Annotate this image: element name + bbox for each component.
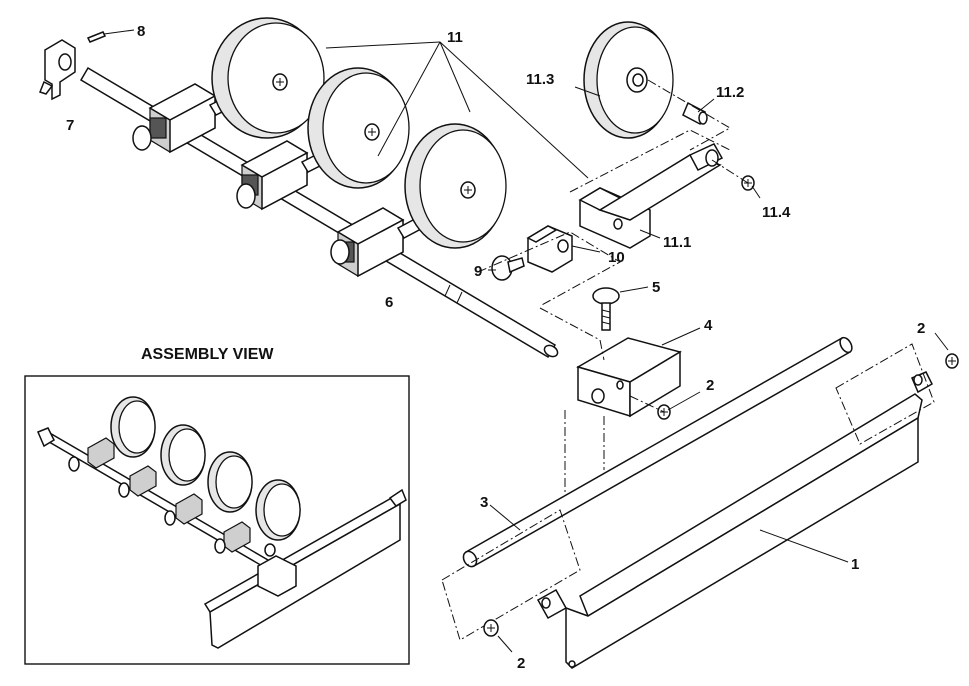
callout-2-bottom: 2 (517, 655, 525, 672)
screw-part-2-bottom (483, 619, 513, 653)
callout-7: 7 (66, 117, 74, 134)
callout-9: 9 (474, 263, 482, 280)
callout-10: 10 (608, 249, 625, 266)
screw-part-11-4 (741, 175, 761, 199)
dashed-guide-11-4 (711, 159, 749, 184)
knob-part-5 (592, 286, 649, 331)
dashed-guide-2-mid (629, 395, 665, 413)
wheel-assembly-2 (236, 67, 410, 211)
callout-11: 11 (447, 29, 463, 46)
pin-part-8 (86, 29, 135, 43)
callout-11-4: 11.4 (762, 204, 791, 221)
callout-3: 3 (480, 494, 488, 511)
wheel-part-11-3 (574, 21, 674, 139)
dashed-guide-block (539, 307, 605, 500)
callout-11-2: 11.2 (716, 84, 744, 101)
assembly-view-panel (24, 375, 410, 665)
callout-11-3: 11.3 (526, 71, 554, 88)
callout-6: 6 (385, 294, 393, 311)
wheel-assembly-1 (132, 17, 325, 154)
dashed-box-bottom (441, 509, 581, 641)
leader-lines-part-11 (325, 41, 589, 179)
bracket-part-11-1 (578, 143, 724, 249)
screw-part-2-mid (657, 391, 701, 420)
screw-part-2-top (934, 332, 959, 369)
callout-2-mid: 2 (706, 377, 714, 394)
callout-11-1: 11.1 (663, 234, 691, 251)
wheel-assembly-3 (330, 123, 507, 278)
assembly-view-title: ASSEMBLY VIEW (141, 346, 274, 363)
dashed-guide-wheel (647, 79, 732, 151)
callout-2-top: 2 (917, 320, 925, 337)
block-part-4 (576, 327, 701, 418)
knob-part-9 (488, 255, 525, 281)
clamp-part-7 (39, 39, 76, 101)
axle-part-11-2 (682, 98, 715, 126)
callout-4: 4 (704, 317, 713, 334)
callout-8: 8 (137, 23, 145, 40)
callout-5: 5 (652, 279, 660, 296)
callout-1: 1 (851, 556, 859, 573)
bar-part-1 (536, 371, 933, 669)
dashed-box-right (835, 343, 935, 445)
bracket-part-10 (526, 225, 601, 273)
dashed-guide-10 (477, 231, 622, 307)
rod-part-3 (462, 336, 853, 568)
